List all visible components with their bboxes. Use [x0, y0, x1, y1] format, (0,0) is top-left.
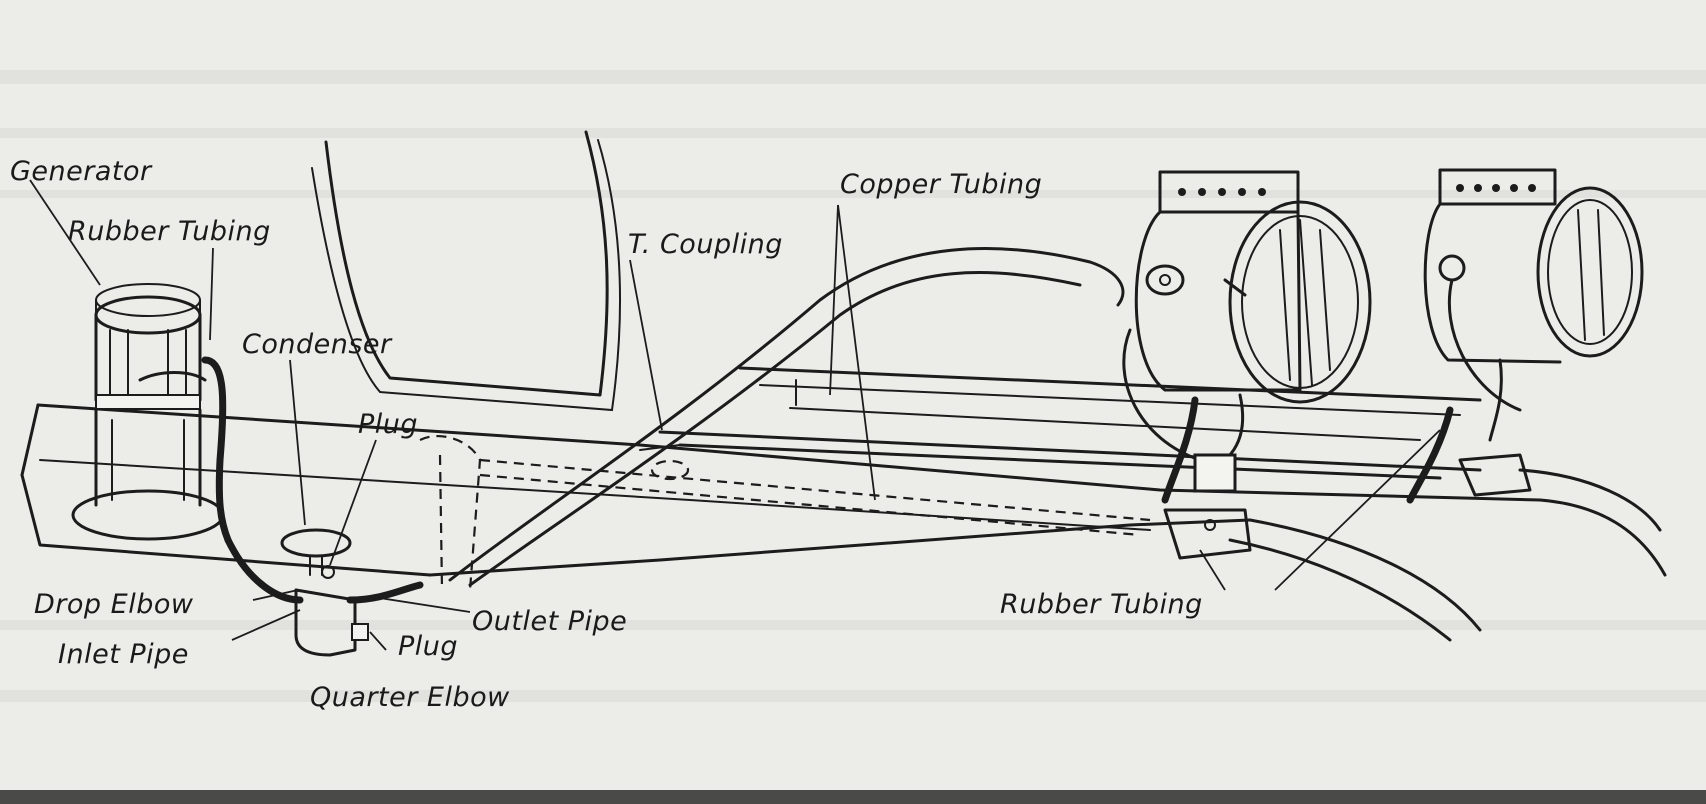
- label-copper-tubing: Copper Tubing: [840, 169, 1042, 200]
- car-body-outline: [311, 130, 622, 412]
- label-drop-elbow: Drop Elbow: [34, 589, 194, 620]
- label-rubber-tubing-right: Rubber Tubing: [1000, 589, 1203, 620]
- label-inlet-pipe: Inlet Pipe: [58, 639, 189, 670]
- lamp-bracket-bar: [658, 366, 1482, 480]
- label-condenser: Condenser: [242, 329, 393, 360]
- label-quarter-elbow: Quarter Elbow: [310, 682, 510, 713]
- labels: Generator Rubber Tubing Condenser Plug T…: [10, 156, 1203, 713]
- right-headlamp: [1406, 168, 1644, 504]
- left-headlamp: [1122, 170, 1372, 560]
- label-t-coupling: T. Coupling: [628, 229, 783, 260]
- paper-bleed-through: [0, 70, 1706, 702]
- label-plug-top: Plug: [358, 409, 418, 440]
- leader-lines: [29, 179, 1441, 651]
- label-plug-bottom: Plug: [398, 631, 458, 662]
- label-outlet-pipe: Outlet Pipe: [472, 606, 627, 637]
- label-rubber-tubing-left: Rubber Tubing: [68, 216, 271, 247]
- copper-tubing: [419, 247, 1151, 591]
- frame-rail: [20, 403, 1667, 642]
- bottom-border: [0, 790, 1706, 804]
- condenser: [224, 528, 424, 657]
- label-generator: Generator: [10, 156, 153, 187]
- generator: [71, 283, 232, 544]
